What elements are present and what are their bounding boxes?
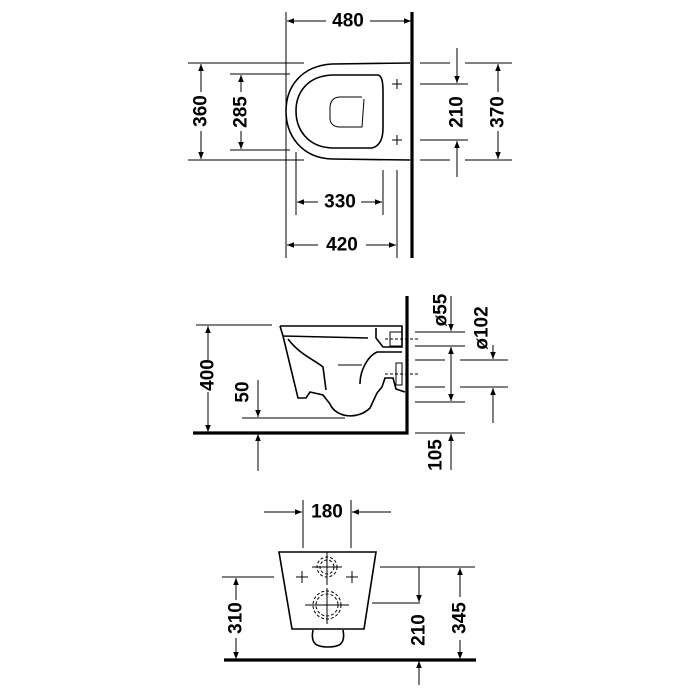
dim-105: 105 (426, 439, 447, 471)
dim-210-front: 210 (409, 614, 430, 646)
front-view: 180 310 210 345 (222, 500, 476, 685)
dim-210-top: 210 (447, 96, 468, 128)
dim-285: 285 (231, 96, 252, 128)
dim-420: 420 (326, 235, 358, 256)
fixing-point-icon (296, 571, 358, 583)
bowl-inner-outline (287, 338, 402, 391)
wall-floor-line (193, 296, 409, 435)
dim-dia-55: ø55 (431, 293, 452, 326)
outlet-outline (311, 629, 345, 648)
dim-310: 310 (226, 602, 247, 634)
side-view: 400 50 ø55 ø102 105 (193, 293, 508, 471)
dim-50: 50 (233, 381, 254, 402)
dim-dia-102: ø102 (472, 306, 493, 349)
bowl-outline (285, 62, 411, 161)
dim-360: 360 (191, 95, 212, 127)
bowl-opening (329, 96, 365, 128)
seat-outline (295, 74, 384, 149)
bowl-side-outline (279, 325, 406, 417)
bowl-front-outline (278, 551, 377, 630)
dim-480: 480 (332, 11, 364, 32)
dim-330: 330 (324, 192, 356, 213)
dim-370: 370 (488, 96, 509, 128)
dim-180: 180 (311, 502, 343, 523)
top-view: 480 360 285 210 370 330 420 (188, 11, 512, 258)
dim-345: 345 (450, 602, 471, 634)
dim-400: 400 (198, 359, 219, 391)
fixing-point-icon (392, 79, 402, 145)
